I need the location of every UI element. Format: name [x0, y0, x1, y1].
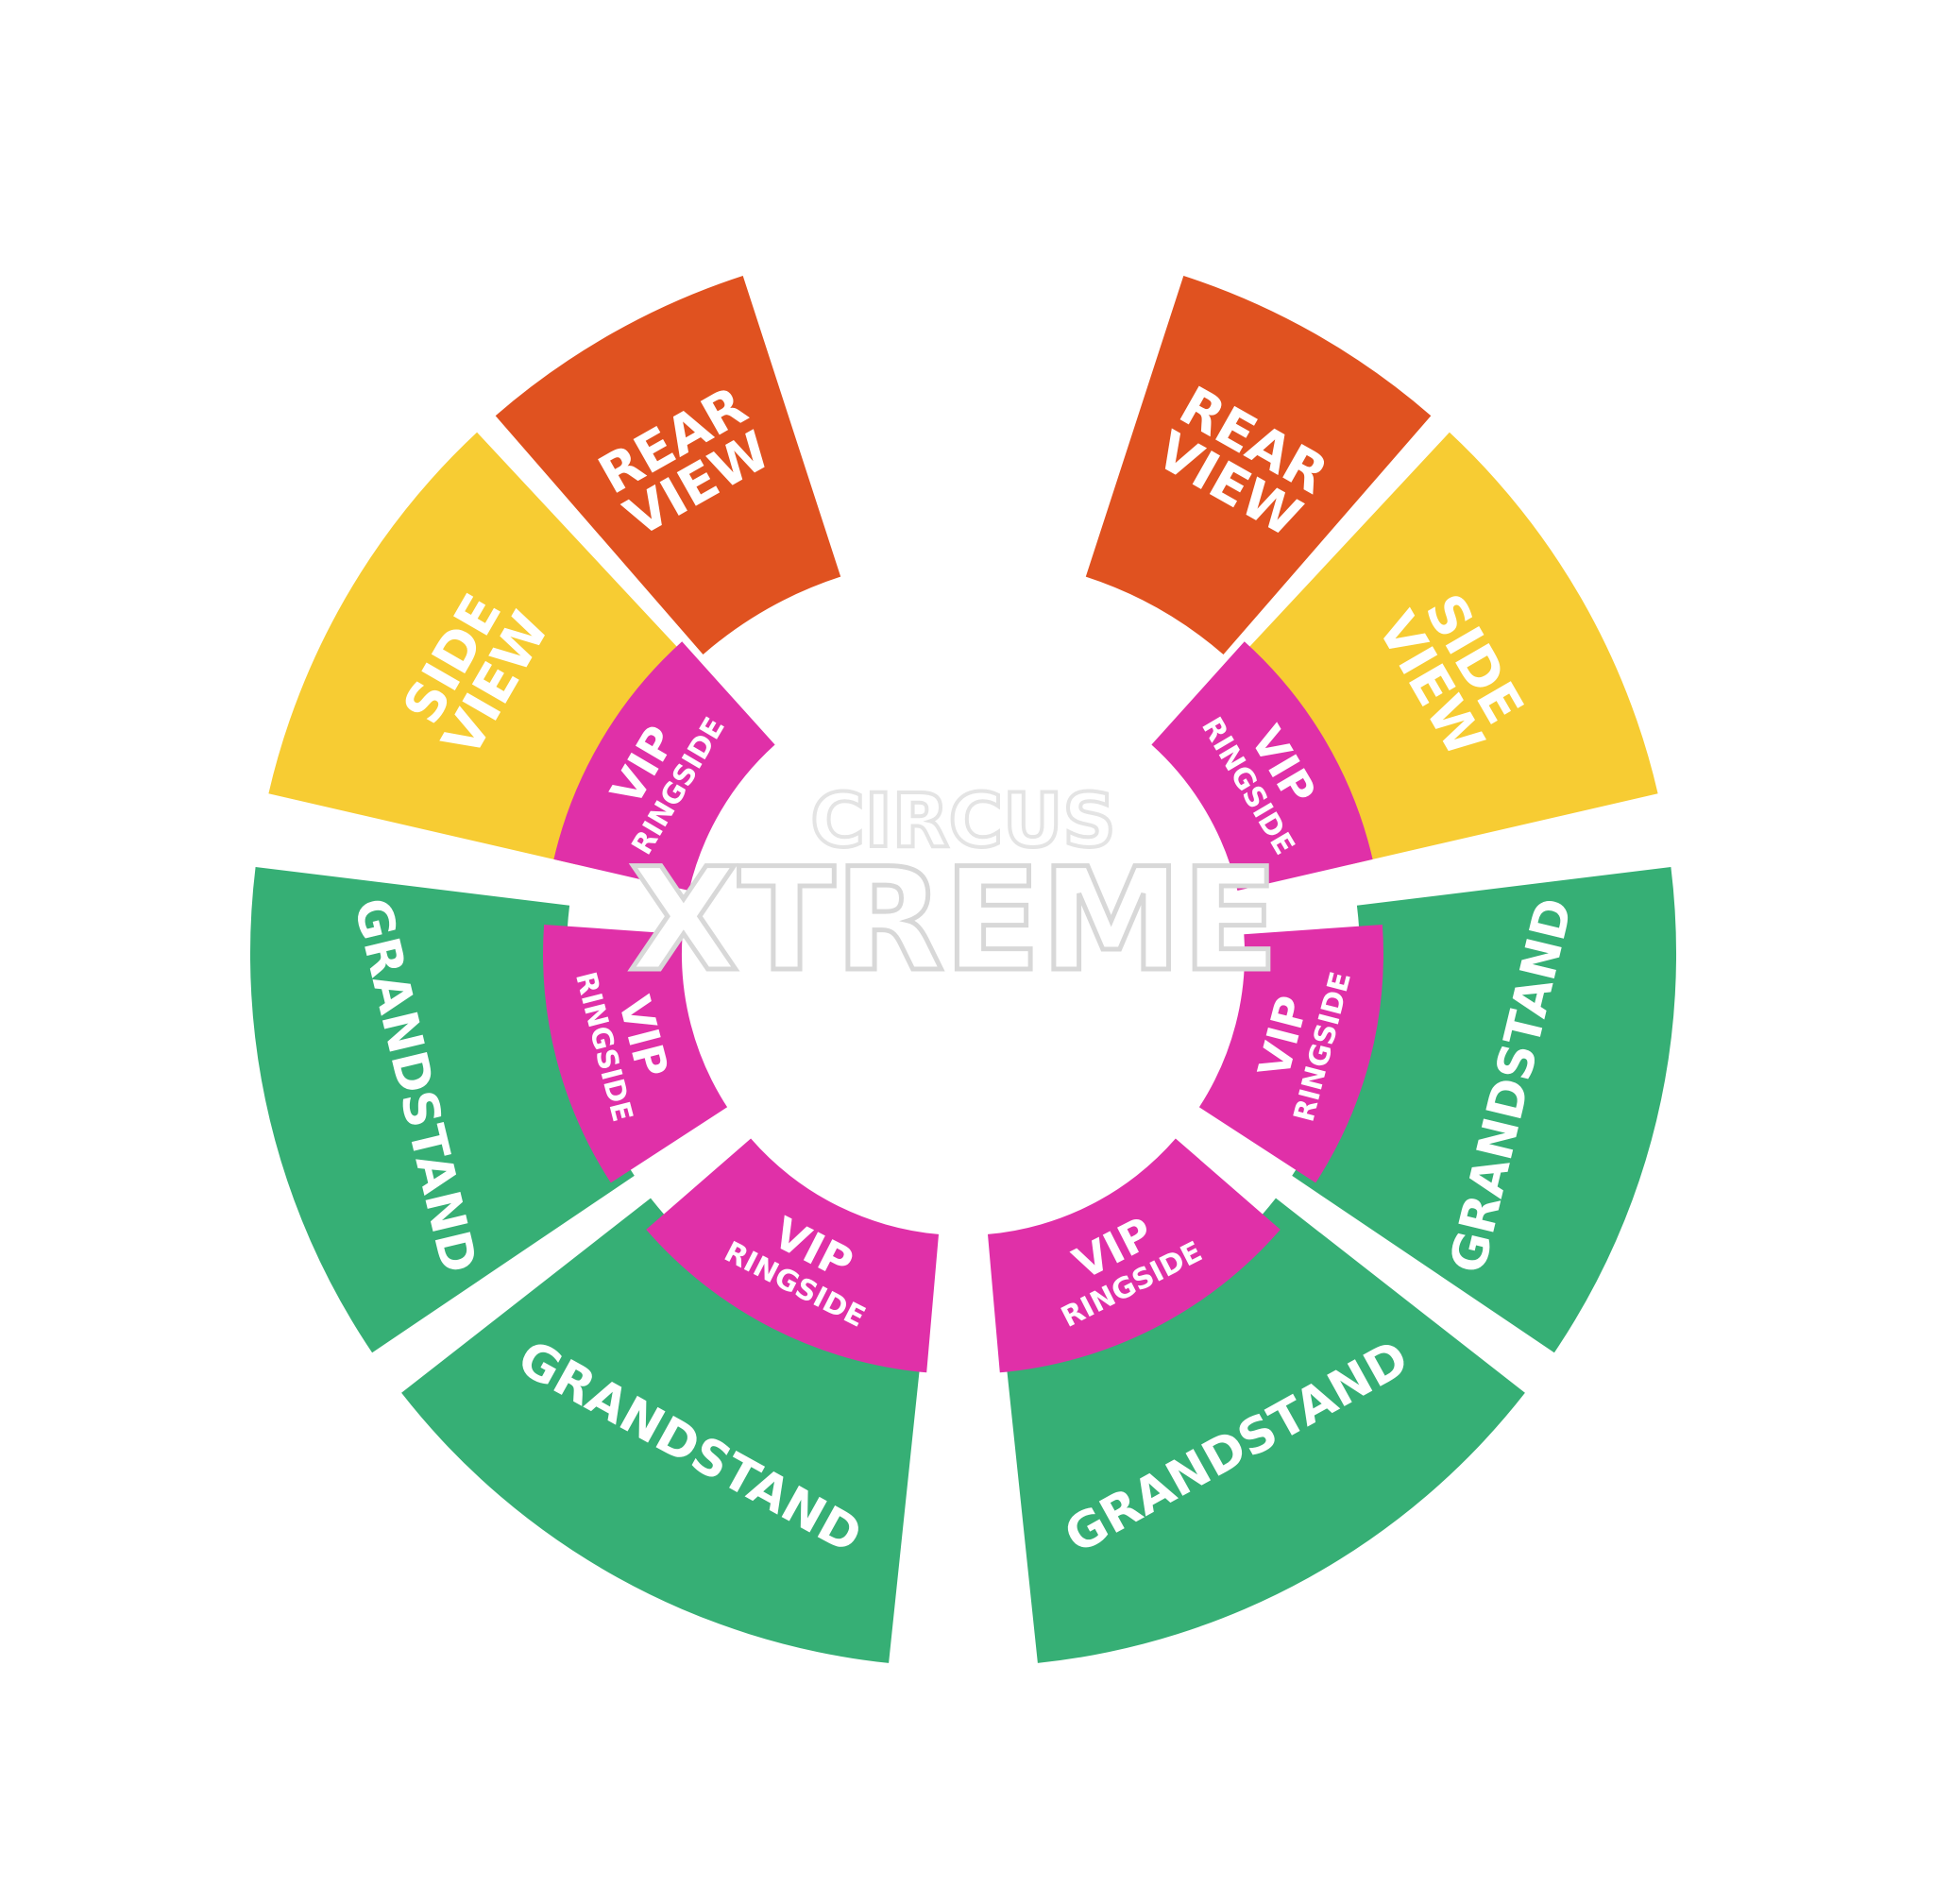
circus-xtreme-logo: CIRCUS XTREME — [627, 777, 1281, 1006]
vip-ringside-section-3[interactable] — [543, 925, 728, 1183]
grandstand-section-6[interactable] — [1292, 867, 1677, 1353]
vip-ringside-section-5[interactable] — [646, 1138, 939, 1373]
vip-ringside-section-6[interactable] — [988, 1138, 1281, 1373]
grandstand-section-5[interactable] — [249, 867, 635, 1353]
vip-ringside-section-2[interactable] — [1151, 641, 1373, 891]
side-view-section-3[interactable] — [268, 432, 693, 865]
logo-line-circus: CIRCUS — [810, 779, 1115, 864]
logo-line-xtreme: XTREME — [629, 839, 1279, 1003]
rear-view-section-1[interactable] — [495, 276, 841, 654]
vip-ringside-section-4[interactable] — [1198, 925, 1383, 1183]
vip-ringside-section-1[interactable] — [553, 641, 775, 891]
rear-view-section-2[interactable] — [1085, 276, 1432, 654]
side-view-section-4[interactable] — [1233, 432, 1658, 865]
